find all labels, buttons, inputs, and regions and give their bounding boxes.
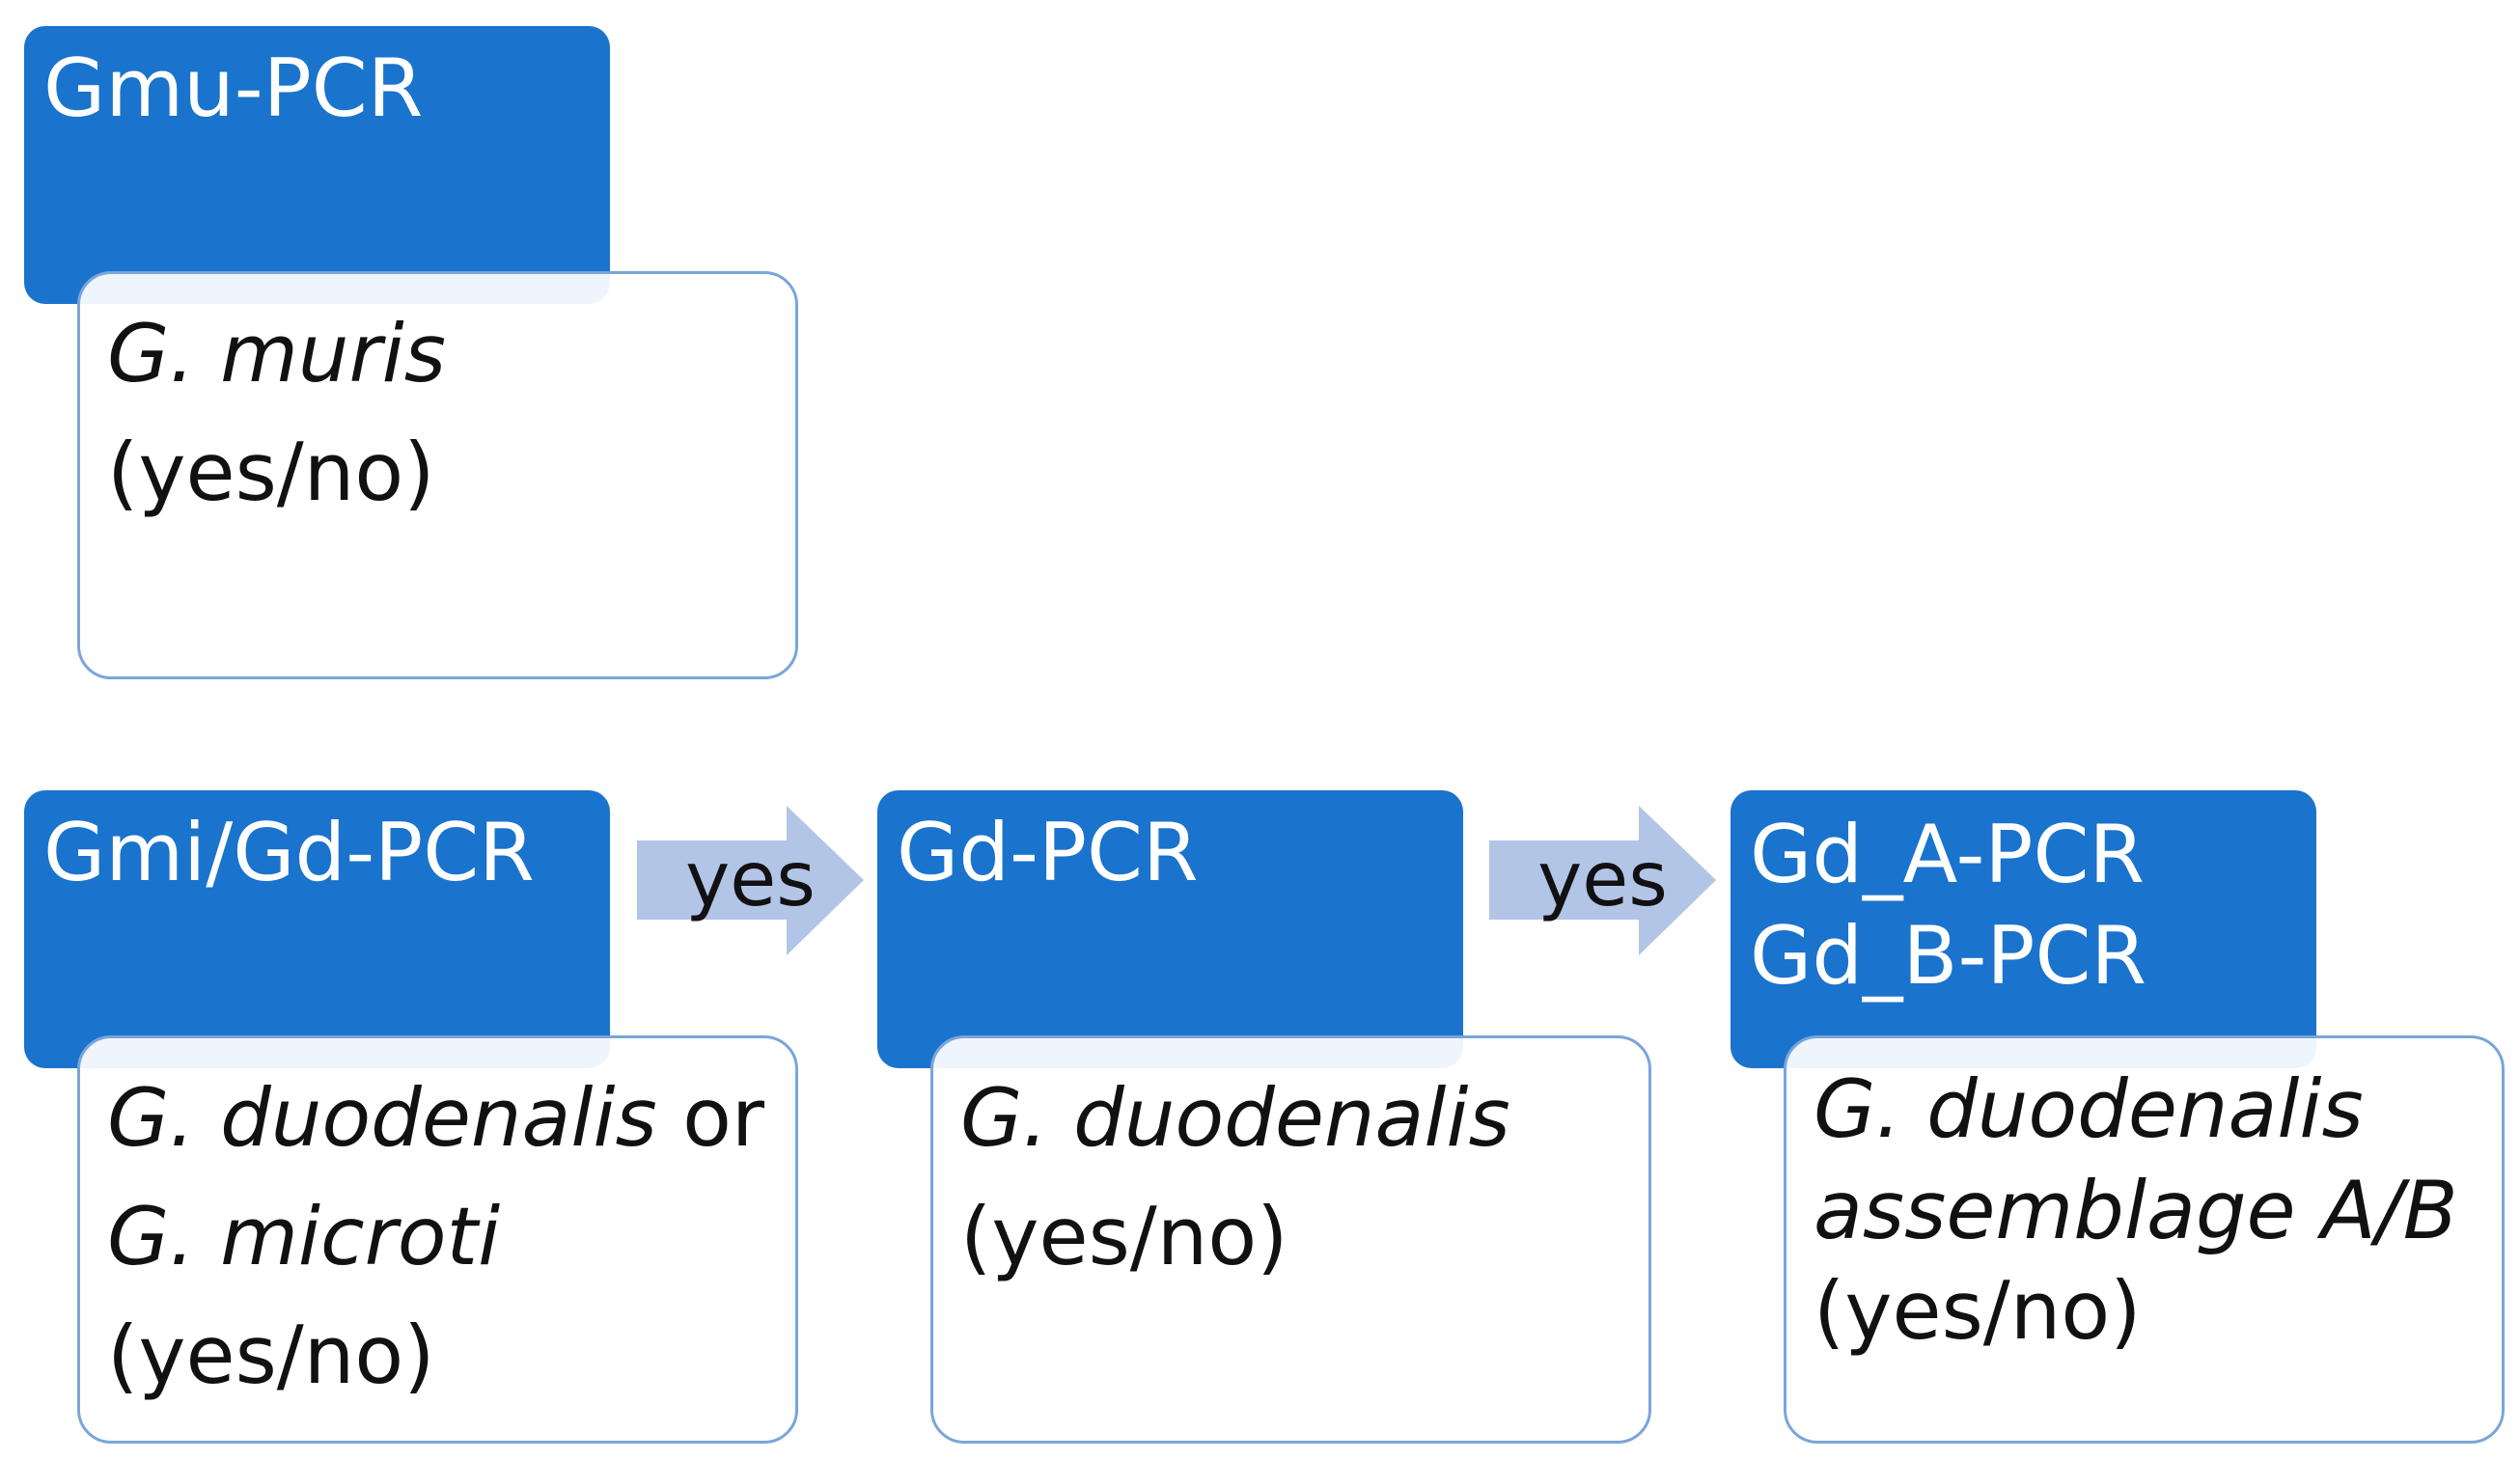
gmi-result-or: or — [656, 1071, 765, 1165]
yes-arrow-1: yes — [637, 806, 864, 955]
gd-ab-pcr-header: Gd_A-PCR Gd_B-PCR — [1731, 790, 2316, 1068]
gmi-gd-pcr-title: Gmi/Gd-PCR — [43, 806, 535, 899]
arrow-2-shape — [1489, 806, 1716, 955]
gmi-result-yes-no: (yes/no) — [107, 1308, 435, 1402]
gmi-gd-pcr-result-box: G. duodenalis or G. microti (yes/no) — [77, 1035, 798, 1444]
gd-ab-result-assemblage: assemblage A/B — [1814, 1163, 2458, 1257]
gmu-pcr-title: Gmu-PCR — [43, 41, 424, 135]
gd-result-yes-no: (yes/no) — [960, 1189, 1288, 1283]
gd-pcr-result-box: G. duodenalis (yes/no) — [930, 1035, 1651, 1444]
gd-result-species: G. duodenalis — [960, 1071, 1510, 1165]
gmi-gd-pcr-header: Gmi/Gd-PCR — [24, 790, 610, 1068]
gmu-pcr-result-box: G. muris (yes/no) — [77, 271, 798, 679]
gd-ab-pcr-result-box: G. duodenalis assemblage A/B (yes/no) — [1784, 1035, 2505, 1444]
gmu-result-yes-no: (yes/no) — [107, 425, 435, 519]
gmi-result-species-2: G. microti — [107, 1189, 501, 1283]
arrow-1-label: yes — [685, 837, 816, 923]
gd-ab-result-yes-no: (yes/no) — [1814, 1264, 2142, 1359]
gmu-pcr-header: Gmu-PCR — [24, 26, 610, 304]
gd-b-pcr-title: Gd_B-PCR — [1750, 909, 2147, 1004]
gmi-result-species-1: G. duodenalis — [107, 1071, 657, 1165]
arrow-2-label: yes — [1537, 837, 1668, 923]
gmu-result-species: G. muris — [107, 307, 446, 400]
yes-arrow-2: yes — [1489, 806, 1716, 955]
gd-pcr-header: Gd-PCR — [877, 790, 1463, 1068]
gd-pcr-title: Gd-PCR — [897, 806, 1199, 899]
arrow-1-shape — [637, 806, 864, 955]
gd-ab-result-species: G. duodenalis — [1814, 1062, 2364, 1156]
gd-a-pcr-title: Gd_A-PCR — [1750, 808, 2146, 901]
